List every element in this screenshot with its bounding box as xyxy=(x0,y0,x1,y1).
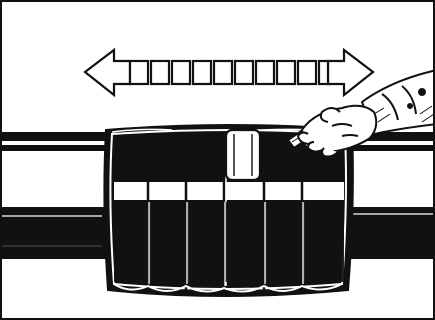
double-arrow-icon xyxy=(85,50,373,95)
